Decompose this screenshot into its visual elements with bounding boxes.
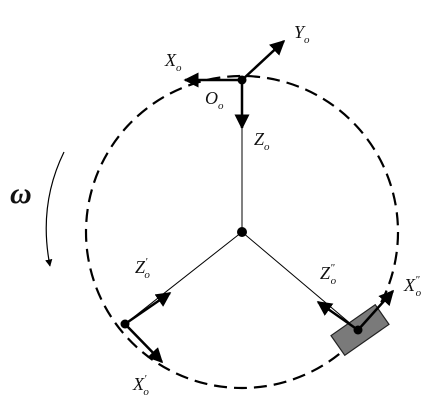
- top-z-axis-label: Zo: [254, 129, 270, 153]
- top-origin-point: [237, 75, 247, 85]
- spoke-right: [241, 231, 359, 331]
- left-origin-point: [120, 319, 130, 329]
- right-x-axis-label: X"o: [403, 274, 422, 299]
- right-origin-point: [353, 325, 363, 335]
- left-z-axis-label: Z'o: [135, 256, 150, 281]
- left-x-axis-label: X'o: [132, 373, 149, 398]
- right-z-axis-arrow: [316, 300, 359, 332]
- top-y-axis-arrow: [241, 39, 286, 81]
- left-x-axis-arrow: [124, 323, 164, 364]
- rotation-arrow: [45, 151, 65, 267]
- orbit-circle: [84, 74, 400, 390]
- top-x-axis-label: Xo: [164, 50, 182, 74]
- omega-label: ω: [10, 177, 32, 210]
- right-z-axis-label: Z"o: [320, 262, 337, 287]
- top-y-axis-label: Yo: [294, 22, 310, 46]
- left-z-axis-arrow: [124, 291, 172, 326]
- top-origin-label: Oo: [205, 88, 224, 112]
- center-point: [237, 227, 247, 237]
- spoke-left: [124, 231, 243, 325]
- right-x-axis-arrow: [357, 289, 395, 331]
